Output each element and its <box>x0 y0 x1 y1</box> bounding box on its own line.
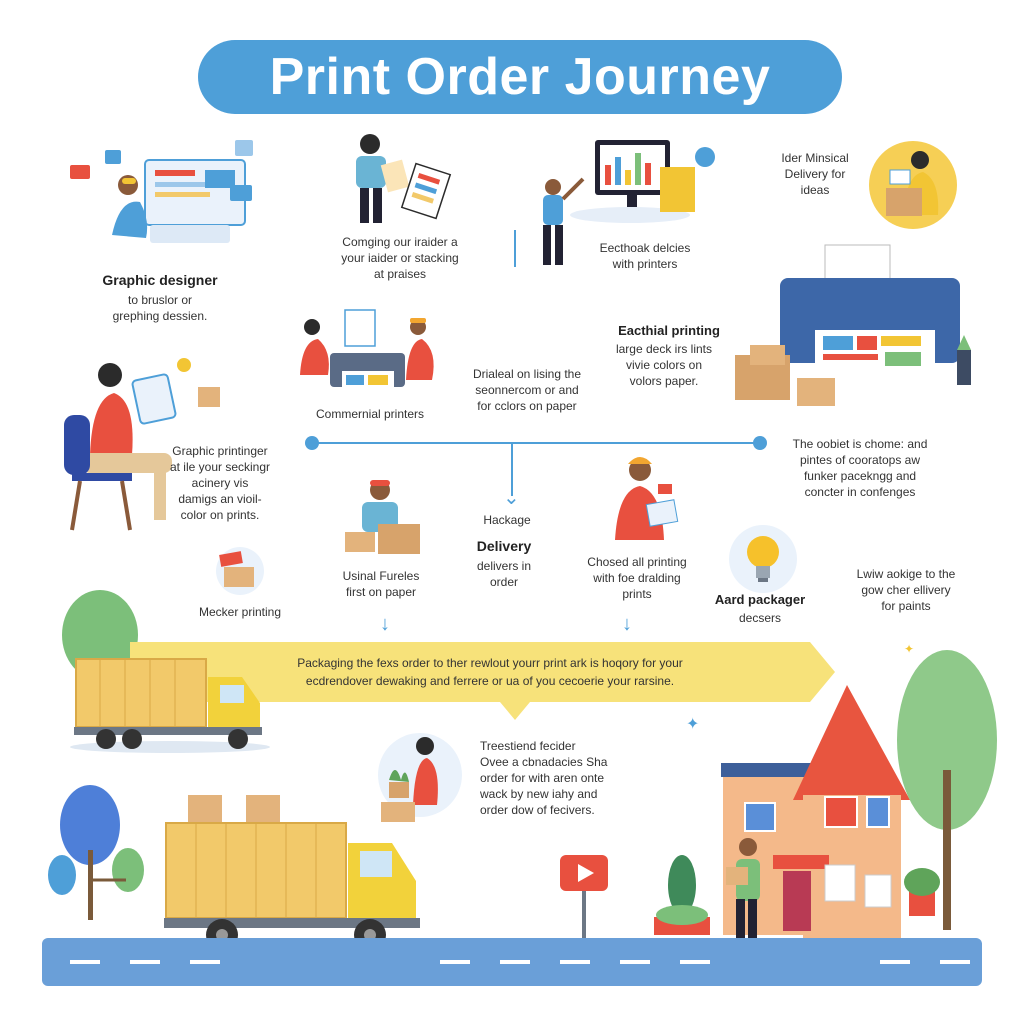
box-icon <box>345 480 420 554</box>
right-tree-icon <box>897 650 997 930</box>
lightbulb-icon <box>729 525 797 593</box>
person-with-sheet-illustration <box>615 457 679 540</box>
printing-right-text: large deck irs lints vivie colors on vol… <box>615 342 713 388</box>
timeline-dot-left <box>305 436 319 450</box>
delivery-man-icon <box>726 838 760 953</box>
mecker-box-icon <box>216 547 264 595</box>
woman-plant-illustration <box>378 733 462 822</box>
house-icon <box>721 685 910 940</box>
lower-center-text: Ovee a cbnadacies Sha order for with are… <box>480 755 608 817</box>
arrow-down-icon: ↓ <box>380 613 390 635</box>
banner-text: Packaging the fexs order to ther rewlout… <box>297 656 683 688</box>
monitor-chart-icon <box>514 140 715 267</box>
lower-center-heading: Treestiend fecider <box>480 739 576 753</box>
usual-text: Usinal Fureles first on paper <box>342 569 420 599</box>
arrow-down-icon: ⌄ <box>503 487 520 509</box>
road-dash <box>440 960 470 964</box>
delivery-text: delivers in order <box>476 559 532 589</box>
person-tablet-illustration <box>64 358 220 531</box>
play-button-icon <box>560 855 608 939</box>
delivery-heading: Delivery <box>476 538 532 554</box>
top-right-mid-text: Eecthoak delcies with printers <box>599 241 691 271</box>
top-right-text: Ider Minsical Delivery for ideas <box>781 151 849 197</box>
commercial-printers-label: Commernial printers <box>315 407 425 421</box>
packager-heading: Aard packager <box>714 592 806 607</box>
timeline-line <box>312 442 760 444</box>
road-dash <box>130 960 160 964</box>
blue-tree-icon <box>48 785 144 920</box>
road-dash <box>190 960 220 964</box>
road-dash <box>620 960 650 964</box>
graphic-designer-heading: Graphic designer <box>102 272 218 288</box>
graphic-designer-text: to bruslor or grephing dessien. <box>112 293 208 323</box>
road-dash <box>880 960 910 964</box>
top-center-text: Comging our iraider a your iaider or sta… <box>341 235 459 281</box>
arrow-down-icon: ↓ <box>622 613 632 635</box>
timeline-dot-right <box>753 436 767 450</box>
printer-icon <box>735 244 971 406</box>
package-label: Hackage <box>483 513 531 527</box>
banner-shape <box>130 642 835 720</box>
timeline-drop <box>511 444 513 496</box>
packager-text: decsers <box>738 611 782 625</box>
title-pill: Print Order Journey <box>198 40 842 114</box>
road-dash <box>500 960 530 964</box>
printing-right-heading: Eacthial printing <box>618 323 720 338</box>
road-dash <box>680 960 710 964</box>
truck-icon <box>70 658 270 753</box>
chosed-text: Chosed all printing with foe dralding pr… <box>587 555 687 601</box>
road-dash <box>940 960 970 964</box>
left-mid-text: Graphic printinger at ile your seckingr … <box>169 444 271 522</box>
bush-icon <box>654 855 710 935</box>
person-with-papers-illustration <box>356 134 452 223</box>
bottom-truck-icon <box>164 795 420 951</box>
sparkle-icon: ✦ <box>686 716 700 733</box>
road-dash <box>70 960 100 964</box>
designer-illustration <box>70 140 253 243</box>
commercial-printers-illustration <box>300 309 434 389</box>
road-dash <box>560 960 590 964</box>
middle-center-text: Drialeal on lising the seonnercom or and… <box>472 367 582 413</box>
package-right-text: Lwiw aokige to the gow cher ellivery for… <box>856 567 956 613</box>
delivery-person-circle <box>869 141 957 229</box>
mecker-printing-label: Mecker printing <box>198 605 282 619</box>
sparkle-icon: ✦ <box>904 642 915 656</box>
page-title: Print Order Journey <box>269 48 771 106</box>
right-mid-text: The oobiet is chome: and pintes of coora… <box>792 437 928 499</box>
